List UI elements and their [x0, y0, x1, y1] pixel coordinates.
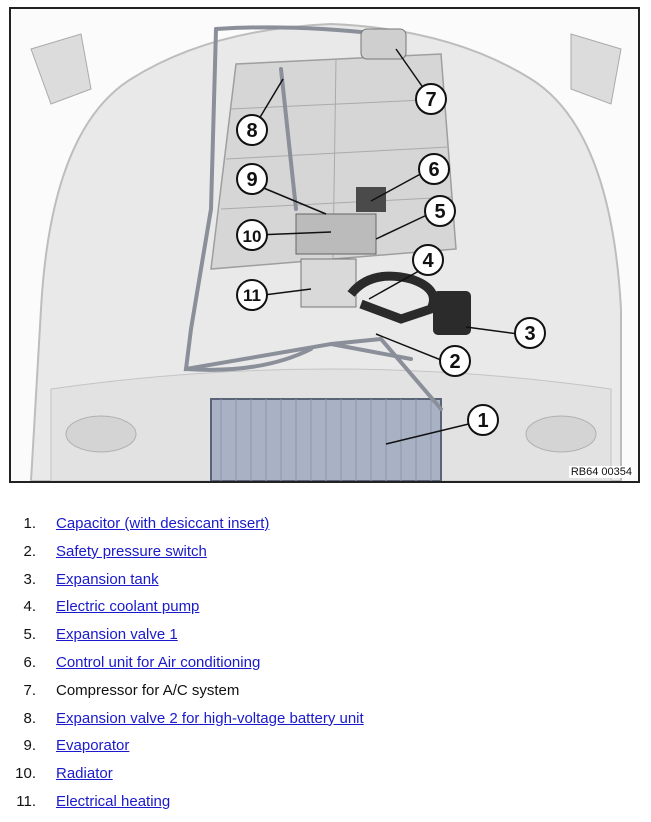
svg-text:2: 2: [449, 351, 460, 373]
right-fog-lamp: [525, 415, 597, 453]
legend-number: 5.: [23, 626, 36, 644]
legend-item: 6. Control unit for Air conditioning: [0, 651, 651, 679]
heater-block: [300, 258, 357, 308]
legend-item: 3. Expansion tank: [0, 568, 651, 596]
legend-link-expansion-valve-2[interactable]: Expansion valve 2 for high-voltage batte…: [56, 709, 364, 727]
callout-6: 6: [418, 153, 450, 185]
legend-link-electrical-heating[interactable]: Electrical heating: [56, 792, 171, 810]
legend-link-ac-control-unit[interactable]: Control unit for Air conditioning: [56, 653, 261, 671]
legend-number: 9.: [23, 737, 36, 755]
svg-text:3: 3: [524, 323, 535, 345]
legend-item: 2. Safety pressure switch: [0, 540, 651, 568]
legend-number: 1.: [23, 515, 36, 532]
legend-link-radiator[interactable]: Radiator: [56, 765, 113, 783]
svg-text:1: 1: [477, 410, 488, 432]
legend-number: 3.: [23, 570, 36, 588]
diagram-figure: 1 2 3 4 5 6 7 8: [9, 7, 640, 483]
svg-text:8: 8: [246, 120, 257, 142]
figure-reference-id: RB64 00354: [568, 466, 634, 478]
evaporator-block: [295, 213, 377, 255]
legend-item: 10. Radiator: [0, 762, 651, 790]
ac-control-unit: [356, 187, 386, 212]
callout-2: 2: [439, 345, 471, 377]
legend-item: 7. Compressor for A/C system: [0, 679, 651, 707]
right-mirror: [570, 33, 622, 105]
svg-text:9: 9: [246, 169, 257, 191]
callout-9: 9: [236, 163, 268, 195]
legend-number: 6.: [23, 653, 36, 671]
callout-4: 4: [412, 244, 444, 276]
callout-5: 5: [424, 195, 456, 227]
legend-link-capacitor[interactable]: Capacitor (with desiccant insert): [56, 515, 270, 532]
left-fog-lamp: [65, 415, 137, 453]
callout-1: 1: [467, 404, 499, 436]
component-legend: 1. Capacitor (with desiccant insert) 2. …: [0, 512, 651, 818]
legend-number: 4.: [23, 598, 36, 616]
refrigerant-lines: [183, 25, 443, 411]
legend-number: 7.: [23, 681, 36, 699]
legend-item: 8. Expansion valve 2 for high-voltage ba…: [0, 707, 651, 735]
vehicle-illustration: 1 2 3 4 5 6 7 8: [29, 22, 622, 481]
svg-text:5: 5: [434, 201, 445, 223]
compressor: [360, 28, 407, 60]
svg-text:6: 6: [428, 159, 439, 181]
legend-link-expansion-tank[interactable]: Expansion tank: [56, 570, 159, 588]
left-mirror: [30, 33, 92, 105]
svg-text:7: 7: [425, 89, 436, 111]
legend-text-compressor: Compressor for A/C system: [56, 681, 240, 699]
legend-number: 11.: [16, 792, 36, 810]
callout-11: 11: [236, 279, 268, 311]
svg-text:10: 10: [243, 227, 262, 246]
legend-item: 9. Evaporator: [0, 734, 651, 762]
expansion-tank: [433, 291, 471, 335]
legend-link-safety-pressure-switch[interactable]: Safety pressure switch: [56, 542, 207, 560]
legend-number: 2.: [23, 542, 36, 560]
legend-item: 11. Electrical heating: [0, 790, 651, 818]
legend-item: 4. Electric coolant pump: [0, 595, 651, 623]
coolant-hoses: [347, 271, 438, 324]
legend-item: 1. Capacitor (with desiccant insert): [0, 512, 651, 540]
legend-number: 10.: [15, 765, 36, 783]
radiator-core: [210, 398, 442, 481]
callout-3: 3: [514, 317, 546, 349]
legend-item: 5. Expansion valve 1: [0, 623, 651, 651]
legend-number: 8.: [23, 709, 36, 727]
legend-link-electric-coolant-pump[interactable]: Electric coolant pump: [56, 598, 200, 616]
callout-10: 10: [236, 219, 268, 251]
legend-link-expansion-valve-1[interactable]: Expansion valve 1: [56, 626, 178, 644]
legend-link-evaporator[interactable]: Evaporator: [56, 737, 130, 755]
svg-text:11: 11: [243, 286, 261, 305]
leader-lines: [253, 48, 527, 445]
svg-text:4: 4: [422, 250, 434, 272]
callout-7: 7: [415, 83, 447, 115]
callout-8: 8: [236, 114, 268, 146]
